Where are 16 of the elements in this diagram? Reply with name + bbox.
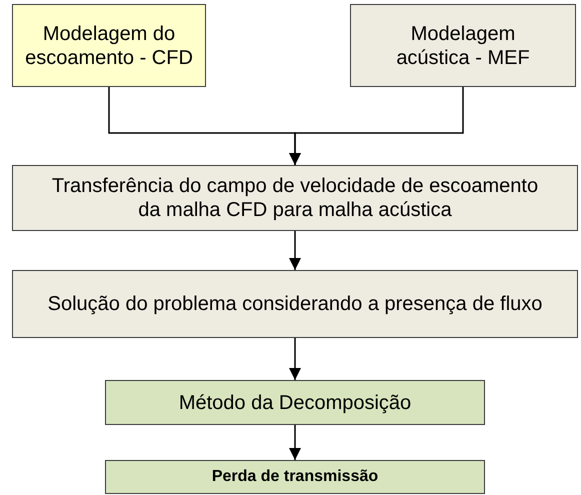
- process-box: [12, 270, 578, 338]
- box-label: Solução do problema considerando a presença de fluxo: [48, 292, 542, 316]
- box-label: Transferência do campo de velocidade de escoamento da malha CFD para malha acústica: [50, 174, 540, 222]
- box-label: Modelagem do escoamento - CFD: [24, 22, 194, 70]
- process-box: [105, 380, 485, 425]
- box-label: Método da Decomposição: [178, 390, 412, 414]
- box-label: Perda de transmissão: [212, 467, 378, 487]
- process-box: [12, 4, 206, 87]
- arrow: [289, 425, 301, 460]
- arrow: [289, 87, 464, 165]
- box-label: Modelagem acústica - MEF: [395, 22, 531, 70]
- process-box: [12, 165, 578, 231]
- arrow: [289, 231, 301, 270]
- process-box: [350, 4, 576, 87]
- process-box: [105, 460, 485, 494]
- arrow: [289, 338, 301, 380]
